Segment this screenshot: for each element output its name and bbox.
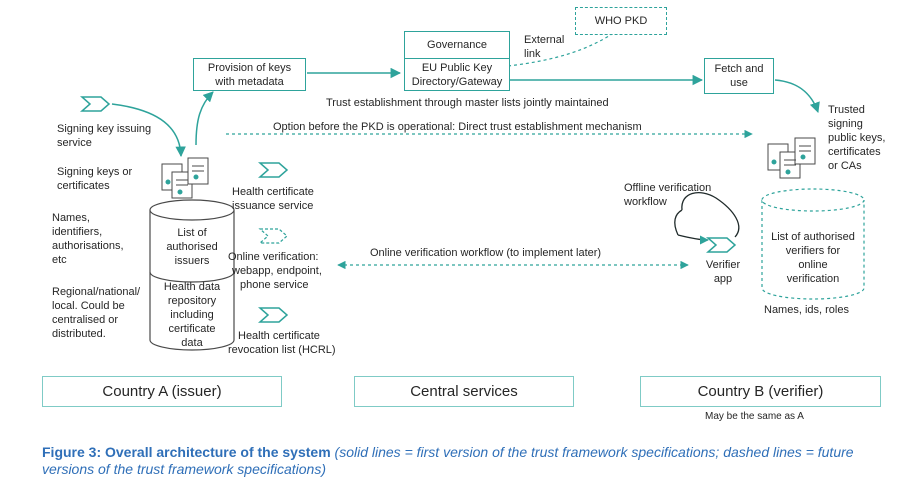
caption-bold: Figure 3: Overall architecture of the sy… — [42, 444, 331, 460]
trusted-label-line5: or CAs — [828, 160, 862, 172]
names-label-line2: identifiers, — [52, 226, 103, 238]
verifier-list-label-line4: verification — [786, 273, 840, 285]
regional-label-line3: centralised or — [52, 314, 119, 326]
db-bottom-label-line1: Health data — [163, 281, 221, 293]
chevron-icon-issuance — [258, 162, 289, 178]
country-b-box: Country B (verifier) — [640, 376, 881, 407]
revocation-label-line1: Health certificate — [238, 330, 320, 342]
trusted-label-line1: Trusted — [828, 104, 865, 116]
fetch-label-line2: use — [730, 77, 748, 89]
governance-label: Governance — [427, 39, 487, 51]
chevron-icon-signing-service — [80, 96, 111, 112]
provision-box: Provision of keys with metadata — [193, 58, 306, 91]
online-label-line2: webapp, endpoint, — [232, 265, 322, 277]
governance-box: Governance EU Public Key Directory/Gatew… — [404, 31, 510, 91]
arrow-fetch-to-trusted — [774, 79, 820, 113]
chevron-icon-revocation — [258, 307, 289, 323]
country-b-label: Country B (verifier) — [697, 383, 824, 400]
caption-italic: (solid lines = first version of the trus… — [42, 444, 854, 477]
issuance-label-line2: issuance service — [232, 200, 314, 212]
trusted-label-line2: signing — [828, 118, 863, 130]
who-pkd-label: WHO PKD — [594, 15, 648, 27]
chevron-icon-verifier-app — [706, 237, 737, 253]
regional-label-line2: local. Could be — [52, 300, 125, 312]
signing-service-label-line2: service — [57, 137, 92, 149]
trusted-label-line4: certificates — [828, 146, 881, 158]
certificate-icon-issuer — [161, 157, 209, 199]
signing-service-label-line1: Signing key issuing — [57, 123, 152, 135]
verifier-app-label-line1: Verifier — [705, 259, 741, 271]
db-bottom-label-line4: certificate — [168, 323, 216, 335]
signing-keys-label-line1: Signing keys or — [57, 166, 133, 178]
issuer-database-cylinder — [149, 199, 235, 351]
names-ids-roles-label: Names, ids, roles — [764, 304, 849, 316]
db-bottom-label-line2: repository — [167, 295, 217, 307]
eu-gateway-box: EU Public Key Directory/Gateway — [404, 58, 510, 92]
central-services-box: Central services — [354, 376, 574, 407]
offline-label-line2: workflow — [624, 196, 667, 208]
db-top-label-line3: issuers — [174, 255, 210, 267]
online-workflow-label: Online verification workflow (to impleme… — [370, 247, 602, 259]
verifier-list-label-line1: List of authorised — [771, 231, 855, 243]
issuance-label-line1: Health certificate — [232, 186, 314, 198]
verifier-list-label-line3: online — [798, 259, 828, 271]
trusted-label-line3: public keys, — [828, 132, 886, 144]
eu-gateway-label-line1: EU Public Key — [421, 62, 493, 74]
names-label-line3: authorisations, — [52, 240, 124, 252]
db-top-label-line1: List of — [177, 227, 207, 239]
db-bottom-label-line3: including — [170, 309, 214, 321]
fetch-box: Fetch and use — [704, 58, 774, 94]
names-label-line4: etc — [52, 254, 67, 266]
arrow-issuer-to-provision — [195, 91, 214, 146]
country-b-note: May be the same as A — [705, 411, 804, 422]
option-before-pkd-label: Option before the PKD is operational: Di… — [273, 121, 642, 133]
external-link-label-line1: External — [524, 34, 565, 46]
online-label-line3: phone service — [240, 279, 309, 291]
provision-label-line2: with metadata — [215, 76, 284, 88]
revocation-label-line2: revocation list (HCRL) — [228, 344, 336, 356]
verifier-app-label-line2: app — [713, 273, 733, 285]
external-link-label-line2: link — [524, 48, 541, 60]
chevron-icon-online — [258, 228, 288, 244]
provision-label-line1: Provision of keys — [207, 62, 292, 74]
db-bottom-label-line5: data — [181, 337, 203, 349]
arrow-offline-tip — [677, 234, 709, 245]
names-label-line1: Names, — [52, 212, 90, 224]
regional-label-line1: Regional/national/ — [52, 286, 141, 298]
arrow-service-to-keys — [111, 103, 186, 158]
offline-label-line1: Offline verification — [624, 182, 712, 194]
signing-keys-label-line2: certificates — [57, 180, 110, 192]
who-pkd-box: WHO PKD — [575, 7, 667, 35]
db-top-label-line2: authorised — [166, 241, 218, 253]
verifier-list-cylinder — [761, 188, 865, 300]
fetch-label-line1: Fetch and — [714, 63, 764, 75]
online-label-line1: Online verification: — [228, 251, 319, 263]
figure-caption: Figure 3: Overall architecture of the sy… — [42, 444, 882, 478]
arrow-offline-loop — [674, 192, 740, 238]
verifier-list-label-line2: verifiers for — [785, 245, 841, 257]
regional-label-line4: distributed. — [52, 328, 106, 340]
country-a-box: Country A (issuer) — [42, 376, 282, 407]
country-a-label: Country A (issuer) — [102, 383, 222, 400]
central-services-label: Central services — [410, 383, 518, 400]
trust-establishment-label: Trust establishment through master lists… — [326, 97, 609, 109]
eu-gateway-label-line2: Directory/Gateway — [411, 76, 503, 88]
certificate-icon-verifier — [767, 137, 816, 179]
